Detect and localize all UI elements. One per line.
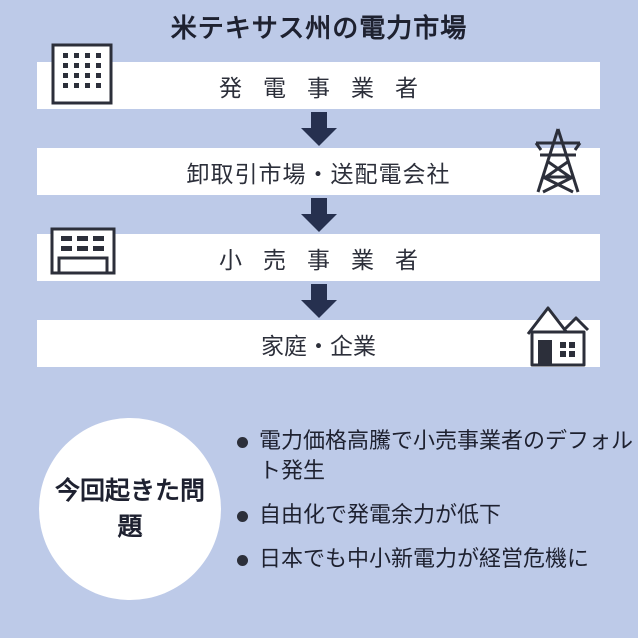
problem-text: 電力価格高騰で小売事業者のデフォルト発生 (259, 429, 634, 484)
bullet-icon (237, 511, 248, 522)
office-building-icon (51, 43, 113, 105)
list-item: 自由化で発電余力が低下 (233, 501, 633, 531)
diagram-title: 米テキサス州の電力市場 (170, 14, 468, 44)
transmission-tower-icon (534, 128, 582, 194)
bullet-icon (237, 437, 248, 448)
problem-text: 自由化で発電余力が低下 (259, 503, 502, 528)
house-icon (526, 306, 590, 367)
list-item: 日本でも中小新電力が経営危機に (233, 545, 633, 575)
problems-heading: 今回起きた問題 (54, 476, 205, 541)
bullet-icon (237, 555, 248, 566)
problems-list: 電力価格高騰で小売事業者のデフォルト発生 自由化で発電余力が低下 日本でも中小新… (233, 427, 633, 589)
flow-arrow-down-icon (301, 198, 337, 232)
list-item: 電力価格高騰で小売事業者のデフォルト発生 (233, 427, 633, 487)
stage-label: 小売事業者 (219, 247, 439, 274)
stage-homes-businesses: 家庭・企業 (37, 320, 600, 367)
shop-icon (50, 227, 116, 275)
stage-retailers: 小売事業者 (37, 234, 600, 281)
stage-power-generators: 発電事業者 (37, 62, 600, 109)
flow-arrow-down-icon (301, 112, 337, 146)
flow-arrow-down-icon (301, 284, 337, 318)
problems-heading-circle: 今回起きた問題 (39, 418, 221, 600)
problem-text: 日本でも中小新電力が経営危機に (259, 547, 590, 572)
stage-label: 家庭・企業 (261, 333, 376, 360)
stage-label: 発電事業者 (219, 75, 439, 102)
stage-wholesale-market-grid-operators: 卸取引市場・送配電会社 (37, 148, 600, 195)
stage-label: 卸取引市場・送配電会社 (186, 161, 451, 188)
